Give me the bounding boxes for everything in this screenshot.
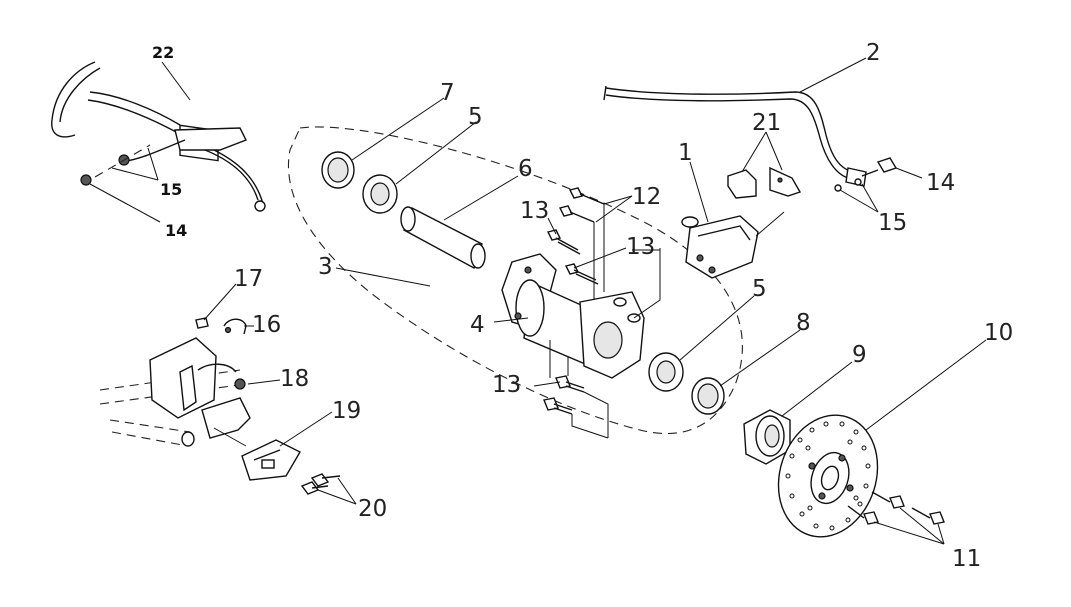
part-15-washer-right-b xyxy=(854,178,862,186)
leader-1 xyxy=(689,161,709,223)
callout-9: 9 xyxy=(852,342,867,368)
leader-17 xyxy=(203,283,237,321)
leader-12a xyxy=(603,195,633,205)
part-2-brake-hose xyxy=(603,85,867,187)
leader-9 xyxy=(781,361,853,417)
part-15-washer-right-a xyxy=(834,184,842,192)
leader-5b xyxy=(679,295,755,361)
leader-13b xyxy=(573,247,627,269)
callout-14b: 14 xyxy=(926,170,955,196)
callout-13c: 13 xyxy=(492,372,521,398)
leader-11b xyxy=(937,523,945,545)
callout-20: 20 xyxy=(358,496,387,522)
part-17-screw xyxy=(195,317,209,329)
callout-13b: 13 xyxy=(626,234,655,260)
leader-13a xyxy=(547,217,557,235)
leader-19 xyxy=(279,411,333,447)
leader-7 xyxy=(351,97,445,161)
callout-6: 6 xyxy=(518,156,533,182)
callout-18: 18 xyxy=(280,366,309,392)
callout-10: 10 xyxy=(984,320,1013,346)
part-10-brake-disc xyxy=(777,414,879,538)
leader-2 xyxy=(799,57,867,93)
callout-19: 19 xyxy=(332,398,361,424)
leader-3 xyxy=(335,267,431,287)
part-5-bearing-lower xyxy=(648,352,684,392)
part-13-bolt-lower-b xyxy=(543,397,573,415)
leader-12b xyxy=(595,195,633,223)
leader-14a xyxy=(89,183,161,223)
callout-4: 4 xyxy=(470,312,485,338)
leader-8 xyxy=(719,329,801,387)
leader-4 xyxy=(493,317,529,323)
leader-11a xyxy=(899,507,945,545)
callout-22: 22 xyxy=(152,43,174,62)
part-19-sensor-bracket xyxy=(201,397,301,481)
callout-5a: 5 xyxy=(468,104,483,130)
part-5-bearing-top xyxy=(362,174,398,214)
part-bracket-frame-mount xyxy=(149,337,237,419)
leader-13c xyxy=(533,381,561,387)
frame-tube-dashed xyxy=(99,369,247,447)
part-12-bolt-upper-a xyxy=(568,187,605,205)
callout-21: 21 xyxy=(752,110,781,136)
part-8-seal-lower xyxy=(691,377,725,415)
callout-5b: 5 xyxy=(752,276,767,302)
callout-16: 16 xyxy=(252,312,281,338)
callout-13a: 13 xyxy=(520,198,549,224)
part-13-bolt-upper-right xyxy=(564,263,599,285)
part-16-clip xyxy=(223,318,247,335)
part-4-bearing-housing-bracket xyxy=(501,253,645,379)
part-9-hub xyxy=(743,409,791,465)
callout-12: 12 xyxy=(632,184,661,210)
assembly-envelope-outline xyxy=(288,126,743,435)
part-12-bolt-upper-b xyxy=(558,205,595,223)
callout-7: 7 xyxy=(440,80,455,106)
callout-8: 8 xyxy=(796,310,811,336)
callout-15a: 15 xyxy=(160,180,182,199)
leader-5a xyxy=(395,121,477,185)
part-7-seal-top xyxy=(321,151,355,189)
leader-18 xyxy=(247,379,281,385)
callout-17: 17 xyxy=(234,266,263,292)
part-11-disc-bolts xyxy=(847,491,945,525)
leader-21b xyxy=(765,131,783,171)
leader-15b-2 xyxy=(861,183,879,213)
part-14-banjo-bolt-right xyxy=(861,157,898,177)
leader-15b-1 xyxy=(839,189,879,213)
leader-20a xyxy=(337,477,357,505)
part-21-brake-pads xyxy=(727,166,802,199)
part-1-brake-caliper xyxy=(681,215,759,279)
part-6-spacer-tube xyxy=(400,206,486,270)
leader-6 xyxy=(443,175,519,221)
callout-1: 1 xyxy=(678,140,693,166)
part-13-bolt-upper-left xyxy=(546,229,581,255)
callout-3: 3 xyxy=(318,254,333,280)
leader-15a-1 xyxy=(111,167,159,181)
leader-21a xyxy=(741,131,767,173)
leader-15a-2 xyxy=(147,147,159,181)
callout-15b: 15 xyxy=(878,210,907,236)
leader-10 xyxy=(865,339,987,431)
leader-11c xyxy=(873,521,945,545)
callout-14a: 14 xyxy=(165,221,187,240)
part-20-screws xyxy=(300,473,341,495)
part-22-master-cylinder-lever xyxy=(51,61,266,212)
part-13-bolt-lower-a xyxy=(555,375,585,393)
leader-caliper-pad xyxy=(755,211,785,237)
callout-11: 11 xyxy=(952,546,981,572)
callout-2: 2 xyxy=(866,40,881,66)
leader-14b xyxy=(895,167,923,179)
bolt-alignment-lines xyxy=(549,204,661,439)
leader-20b xyxy=(317,489,357,505)
part-18-nut xyxy=(234,378,246,390)
leader-22 xyxy=(161,61,191,101)
